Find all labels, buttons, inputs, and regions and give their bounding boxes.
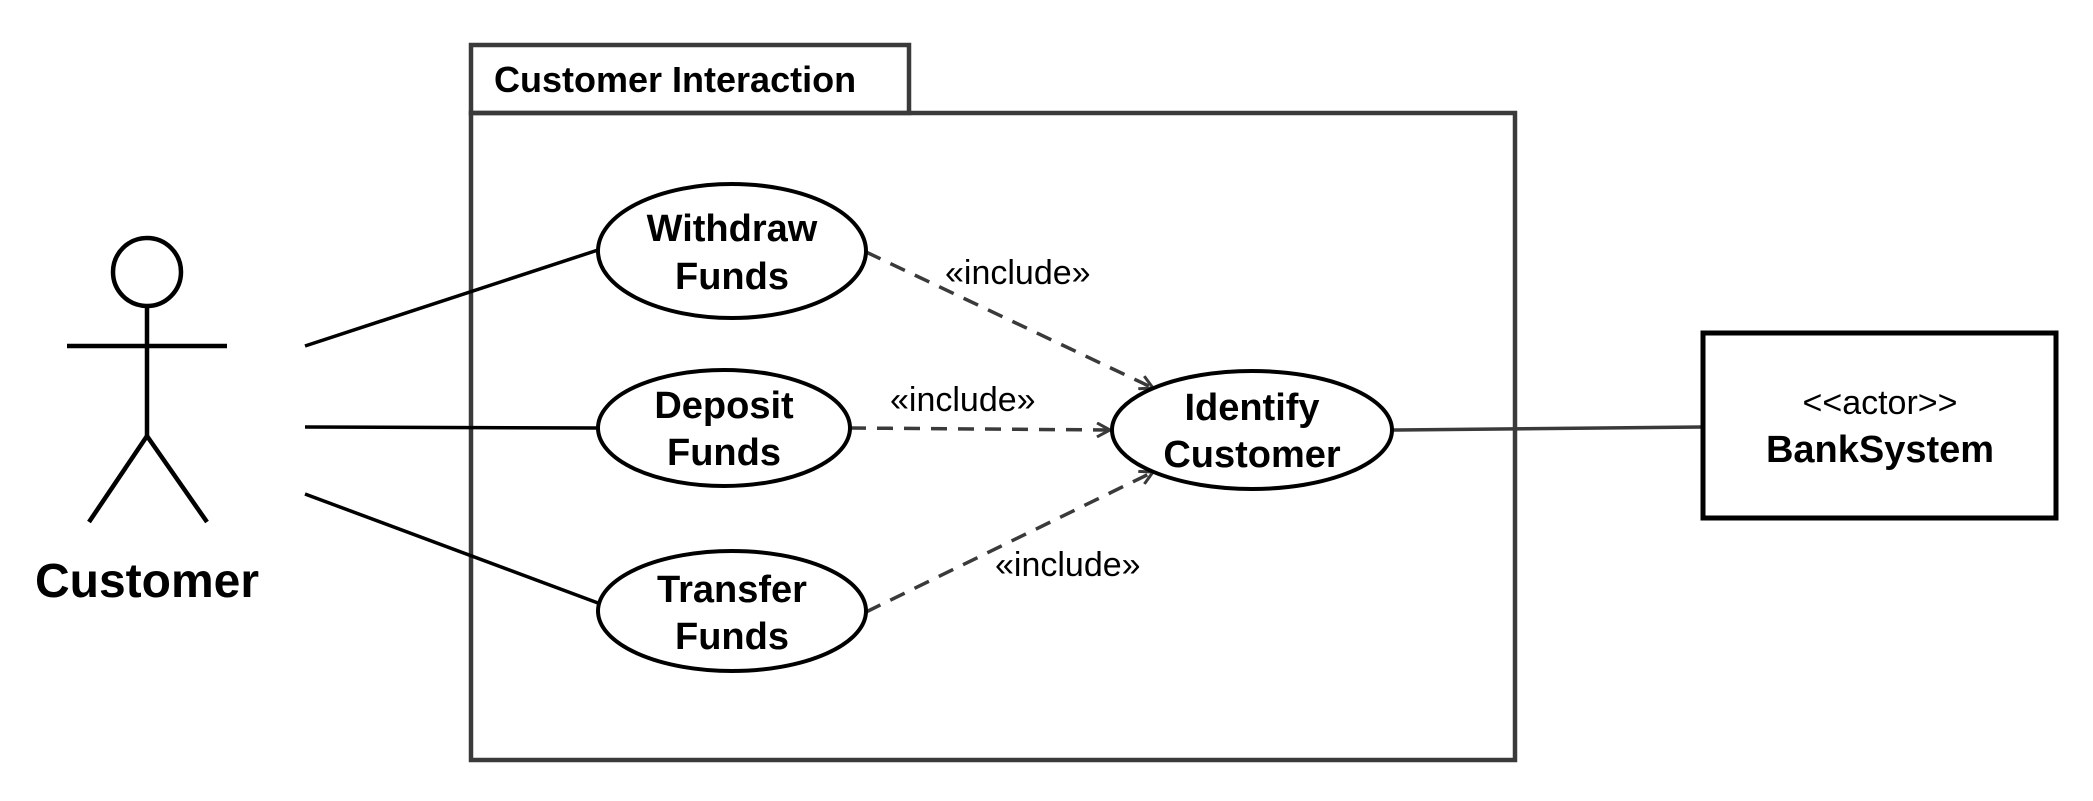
- frame-border: [468, 110, 1518, 763]
- actor-left-leg: [87, 434, 149, 524]
- association-transfer: [304, 492, 599, 605]
- use-case-label-line2: Funds: [675, 616, 789, 658]
- actor-head: [110, 235, 184, 309]
- customer-actor: Customer: [35, 235, 259, 608]
- use-case-label-line2: Funds: [675, 256, 789, 298]
- include-label-withdraw: «include»: [945, 254, 1091, 292]
- use-case-label-line2: Funds: [667, 432, 781, 474]
- use-case-withdraw-funds: Withdraw Funds: [596, 182, 868, 320]
- frame-tab: [468, 42, 912, 116]
- bank-system-name: BankSystem: [1766, 429, 1994, 471]
- use-case-label-line1: Identify: [1184, 387, 1319, 429]
- include-transfer-arrow: [865, 472, 1153, 614]
- actor-right-leg: [145, 434, 209, 524]
- frame-title: Customer Interaction: [494, 59, 856, 100]
- use-case-transfer-funds: Transfer Funds: [596, 549, 868, 673]
- use-case-ellipse: [1110, 369, 1394, 491]
- association-withdraw: [304, 248, 599, 348]
- include-deposit-arrow: [849, 428, 1110, 430]
- association-deposit: [304, 425, 599, 430]
- use-case-label-line1: Withdraw: [647, 208, 818, 250]
- actor-name: Customer: [35, 555, 259, 608]
- include-label-transfer: «include»: [995, 546, 1141, 584]
- bank-system-actor: <<actor>> BankSystem: [1700, 330, 2059, 521]
- use-case-label-line1: Transfer: [657, 569, 807, 611]
- use-case-identify-customer: Identify Customer: [1110, 369, 1394, 491]
- bank-system-box: [1700, 330, 2059, 521]
- association-bank-system: [1391, 425, 1704, 432]
- use-case-deposit-funds: Deposit Funds: [596, 368, 852, 488]
- bank-system-stereotype: <<actor>>: [1802, 384, 1957, 422]
- use-case-label-line2: Customer: [1163, 434, 1341, 476]
- use-case-label-line1: Deposit: [654, 385, 794, 427]
- include-label-deposit: «include»: [890, 381, 1036, 419]
- use-case-ellipse: [596, 182, 868, 320]
- use-case-ellipse: [596, 549, 868, 673]
- system-frame: Customer Interaction: [468, 42, 1518, 763]
- use-case-ellipse: [596, 368, 852, 488]
